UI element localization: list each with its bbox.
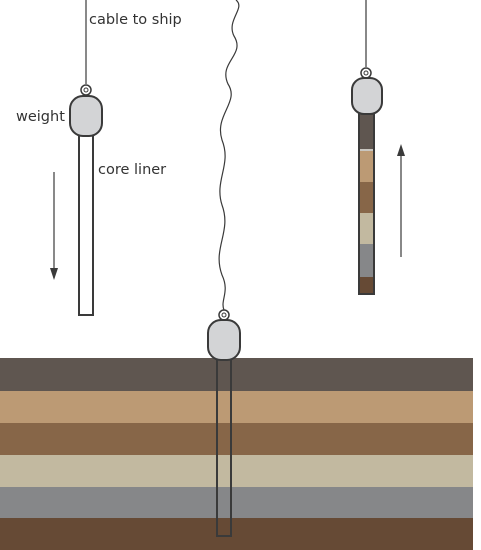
core-segment-6 — [360, 244, 373, 277]
sediment-layer-1 — [0, 358, 473, 391]
sediment-layer-3 — [0, 423, 473, 455]
sediment-layers — [0, 358, 473, 550]
core-segment-4 — [360, 182, 373, 213]
core-segment-1 — [360, 112, 373, 149]
cable-ring-inner — [363, 70, 369, 76]
weight-body — [351, 77, 383, 115]
up-arrow-head — [397, 144, 405, 156]
corer-descending — [50, 0, 103, 316]
corer-ascending — [351, 0, 405, 295]
sediment-layer-6 — [0, 518, 473, 550]
weight-label: weight — [16, 109, 65, 125]
sediment-layer-2 — [0, 391, 473, 423]
sediment-layer-4 — [0, 455, 473, 487]
corer-penetrating — [207, 0, 241, 537]
slack-cable — [218, 0, 240, 311]
weight-body — [207, 319, 241, 361]
down-arrow-head — [50, 268, 58, 280]
sediment-layer-5 — [0, 487, 473, 518]
extracted-core — [360, 112, 373, 294]
core-segment-7 — [360, 277, 373, 294]
core-segment-5 — [360, 213, 373, 244]
core-segment-3 — [360, 151, 373, 182]
cable-ring-inner — [221, 312, 227, 318]
cable-ring — [80, 84, 92, 96]
weight-body — [69, 95, 103, 137]
core-liner-tube — [78, 117, 94, 316]
cable-ring — [218, 309, 230, 321]
cable-label: cable to ship — [89, 12, 182, 28]
core-liner-label: core liner — [98, 162, 166, 178]
cable-ring-inner — [83, 87, 89, 93]
core-segment-2 — [360, 149, 373, 151]
cable-ring — [360, 67, 372, 79]
